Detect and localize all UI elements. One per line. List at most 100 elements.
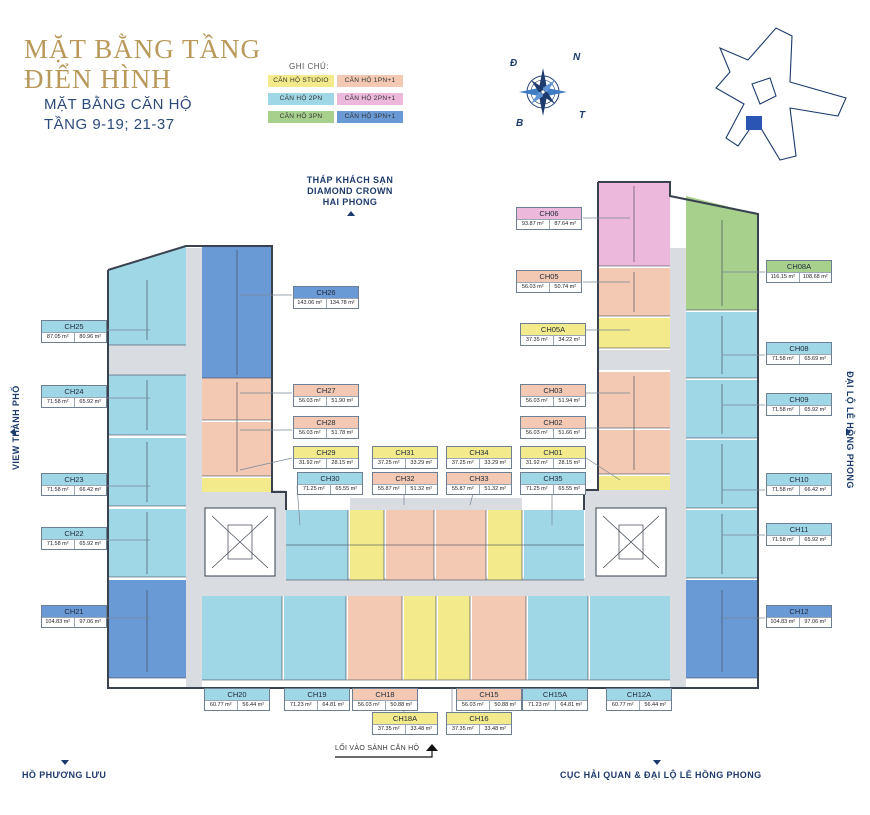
unit-area-gross: 143.06 m² bbox=[297, 300, 323, 306]
unit-area-net: 51.78 m² bbox=[325, 429, 359, 438]
unit-area-gross: 71.23 m² bbox=[527, 702, 550, 708]
unit-area-net: 65.92 m² bbox=[73, 398, 107, 407]
legend-item: CĂN HỘ 1PN+1 bbox=[337, 75, 403, 87]
bottom-right-block bbox=[438, 596, 670, 680]
arrow-down-icon bbox=[61, 760, 69, 765]
unit-area-gross: 71.25 m² bbox=[302, 486, 325, 492]
unit-area-net: 64.81 m² bbox=[316, 701, 350, 710]
unit-area-gross: 37.35 m² bbox=[451, 726, 474, 732]
unit-area-gross: 31.92 m² bbox=[298, 460, 321, 466]
unit-area-net: 28.15 m² bbox=[552, 459, 586, 468]
unit-area-gross: 71.58 m² bbox=[771, 537, 794, 543]
unit-area-net: 34.22 m² bbox=[552, 336, 586, 345]
unit-area-gross: 71.58 m² bbox=[46, 541, 69, 547]
compass-d: Đ bbox=[510, 58, 518, 69]
unit-area-gross: 37.35 m² bbox=[377, 726, 400, 732]
direction-bottom-left: HỒ PHƯƠNG LƯU bbox=[22, 770, 107, 780]
unit-area-gross: 71.58 m² bbox=[771, 407, 794, 413]
unit-id: CH29 bbox=[294, 447, 358, 458]
unit-area-gross: 71.23 m² bbox=[289, 702, 312, 708]
unit-area-gross: 56.03 m² bbox=[521, 284, 544, 290]
page-subtitle-line1: MẶT BẰNG CĂN HỘ bbox=[44, 96, 193, 113]
unit-area-net: 50.88 m² bbox=[488, 701, 522, 710]
unit-area-net: 87.64 m² bbox=[548, 220, 582, 229]
unit-area-net: 80.96 m² bbox=[73, 333, 107, 342]
legend-item: CĂN HỘ STUDIO bbox=[268, 75, 334, 87]
unit-id: CH32 bbox=[373, 473, 437, 484]
unit-id: CH06 bbox=[517, 208, 581, 219]
unit-area-net: 51.94 m² bbox=[552, 397, 586, 406]
unit-area-gross: 56.03 m² bbox=[461, 702, 484, 708]
unit-area-gross: 71.58 m² bbox=[46, 487, 69, 493]
unit-id: CH21 bbox=[42, 606, 106, 617]
arrow-left-icon bbox=[10, 428, 15, 436]
unit-area-gross: 104.83 m² bbox=[770, 619, 796, 625]
unit-id: CH24 bbox=[42, 386, 106, 397]
unit-area-gross: 56.03 m² bbox=[525, 398, 548, 404]
arrow-up-icon bbox=[347, 211, 355, 216]
unit-id: CH35 bbox=[521, 473, 585, 484]
unit-area-gross: 60.77 m² bbox=[209, 702, 232, 708]
unit-id: CH05A bbox=[521, 324, 585, 335]
unit-area-gross: 55.87 m² bbox=[451, 486, 474, 492]
unit-area-net: 97.06 m² bbox=[73, 618, 107, 627]
unit-id: CH02 bbox=[521, 417, 585, 428]
page-subtitle-line2: TẦNG 9-19; 21-37 bbox=[44, 116, 175, 133]
legend-title: GHI CHÚ: bbox=[289, 62, 329, 71]
unit-area-gross: 93.87 m² bbox=[521, 221, 544, 227]
unit-area-net: 64.81 m² bbox=[554, 701, 588, 710]
unit-id: CH09 bbox=[767, 394, 831, 405]
direction-top-l1: THÁP KHÁCH SẠN bbox=[306, 175, 394, 185]
unit-area-gross: 71.58 m² bbox=[771, 487, 794, 493]
unit-id: CH31 bbox=[373, 447, 437, 458]
direction-bottom-right: CỤC HẢI QUAN & ĐẠI LỘ LÊ HỒNG PHONG bbox=[560, 770, 762, 780]
compass-n: N bbox=[573, 52, 581, 63]
unit-id: CH12A bbox=[607, 689, 671, 700]
compass-b: B bbox=[516, 118, 524, 129]
unit-area-gross: 37.25 m² bbox=[377, 460, 400, 466]
unit-id: CH30 bbox=[298, 473, 362, 484]
unit-id: CH12 bbox=[767, 606, 831, 617]
unit-area-net: 33.29 m² bbox=[478, 459, 512, 468]
unit-id: CH22 bbox=[42, 528, 106, 539]
legend-item: CĂN HỘ 3PN+1 bbox=[337, 111, 403, 123]
unit-id: CH34 bbox=[447, 447, 511, 458]
unit-area-net: 65.92 m² bbox=[798, 536, 832, 545]
unit-area-net: 65.92 m² bbox=[73, 540, 107, 549]
unit-area-net: 33.48 m² bbox=[478, 725, 512, 734]
unit-id: CH18A bbox=[373, 713, 437, 724]
unit-id: CH10 bbox=[767, 474, 831, 485]
unit-id: CH19 bbox=[285, 689, 349, 700]
unit-id: CH05 bbox=[517, 271, 581, 282]
unit-area-gross: 56.03 m² bbox=[298, 398, 321, 404]
unit-area-net: 51.66 m² bbox=[552, 429, 586, 438]
arrow-right-icon bbox=[846, 428, 851, 436]
unit-id: CH08 bbox=[767, 343, 831, 354]
unit-area-net: 108.68 m² bbox=[798, 273, 832, 282]
legend-item: CĂN HỘ 3PN bbox=[268, 111, 334, 123]
unit-area-net: 33.48 m² bbox=[404, 725, 438, 734]
